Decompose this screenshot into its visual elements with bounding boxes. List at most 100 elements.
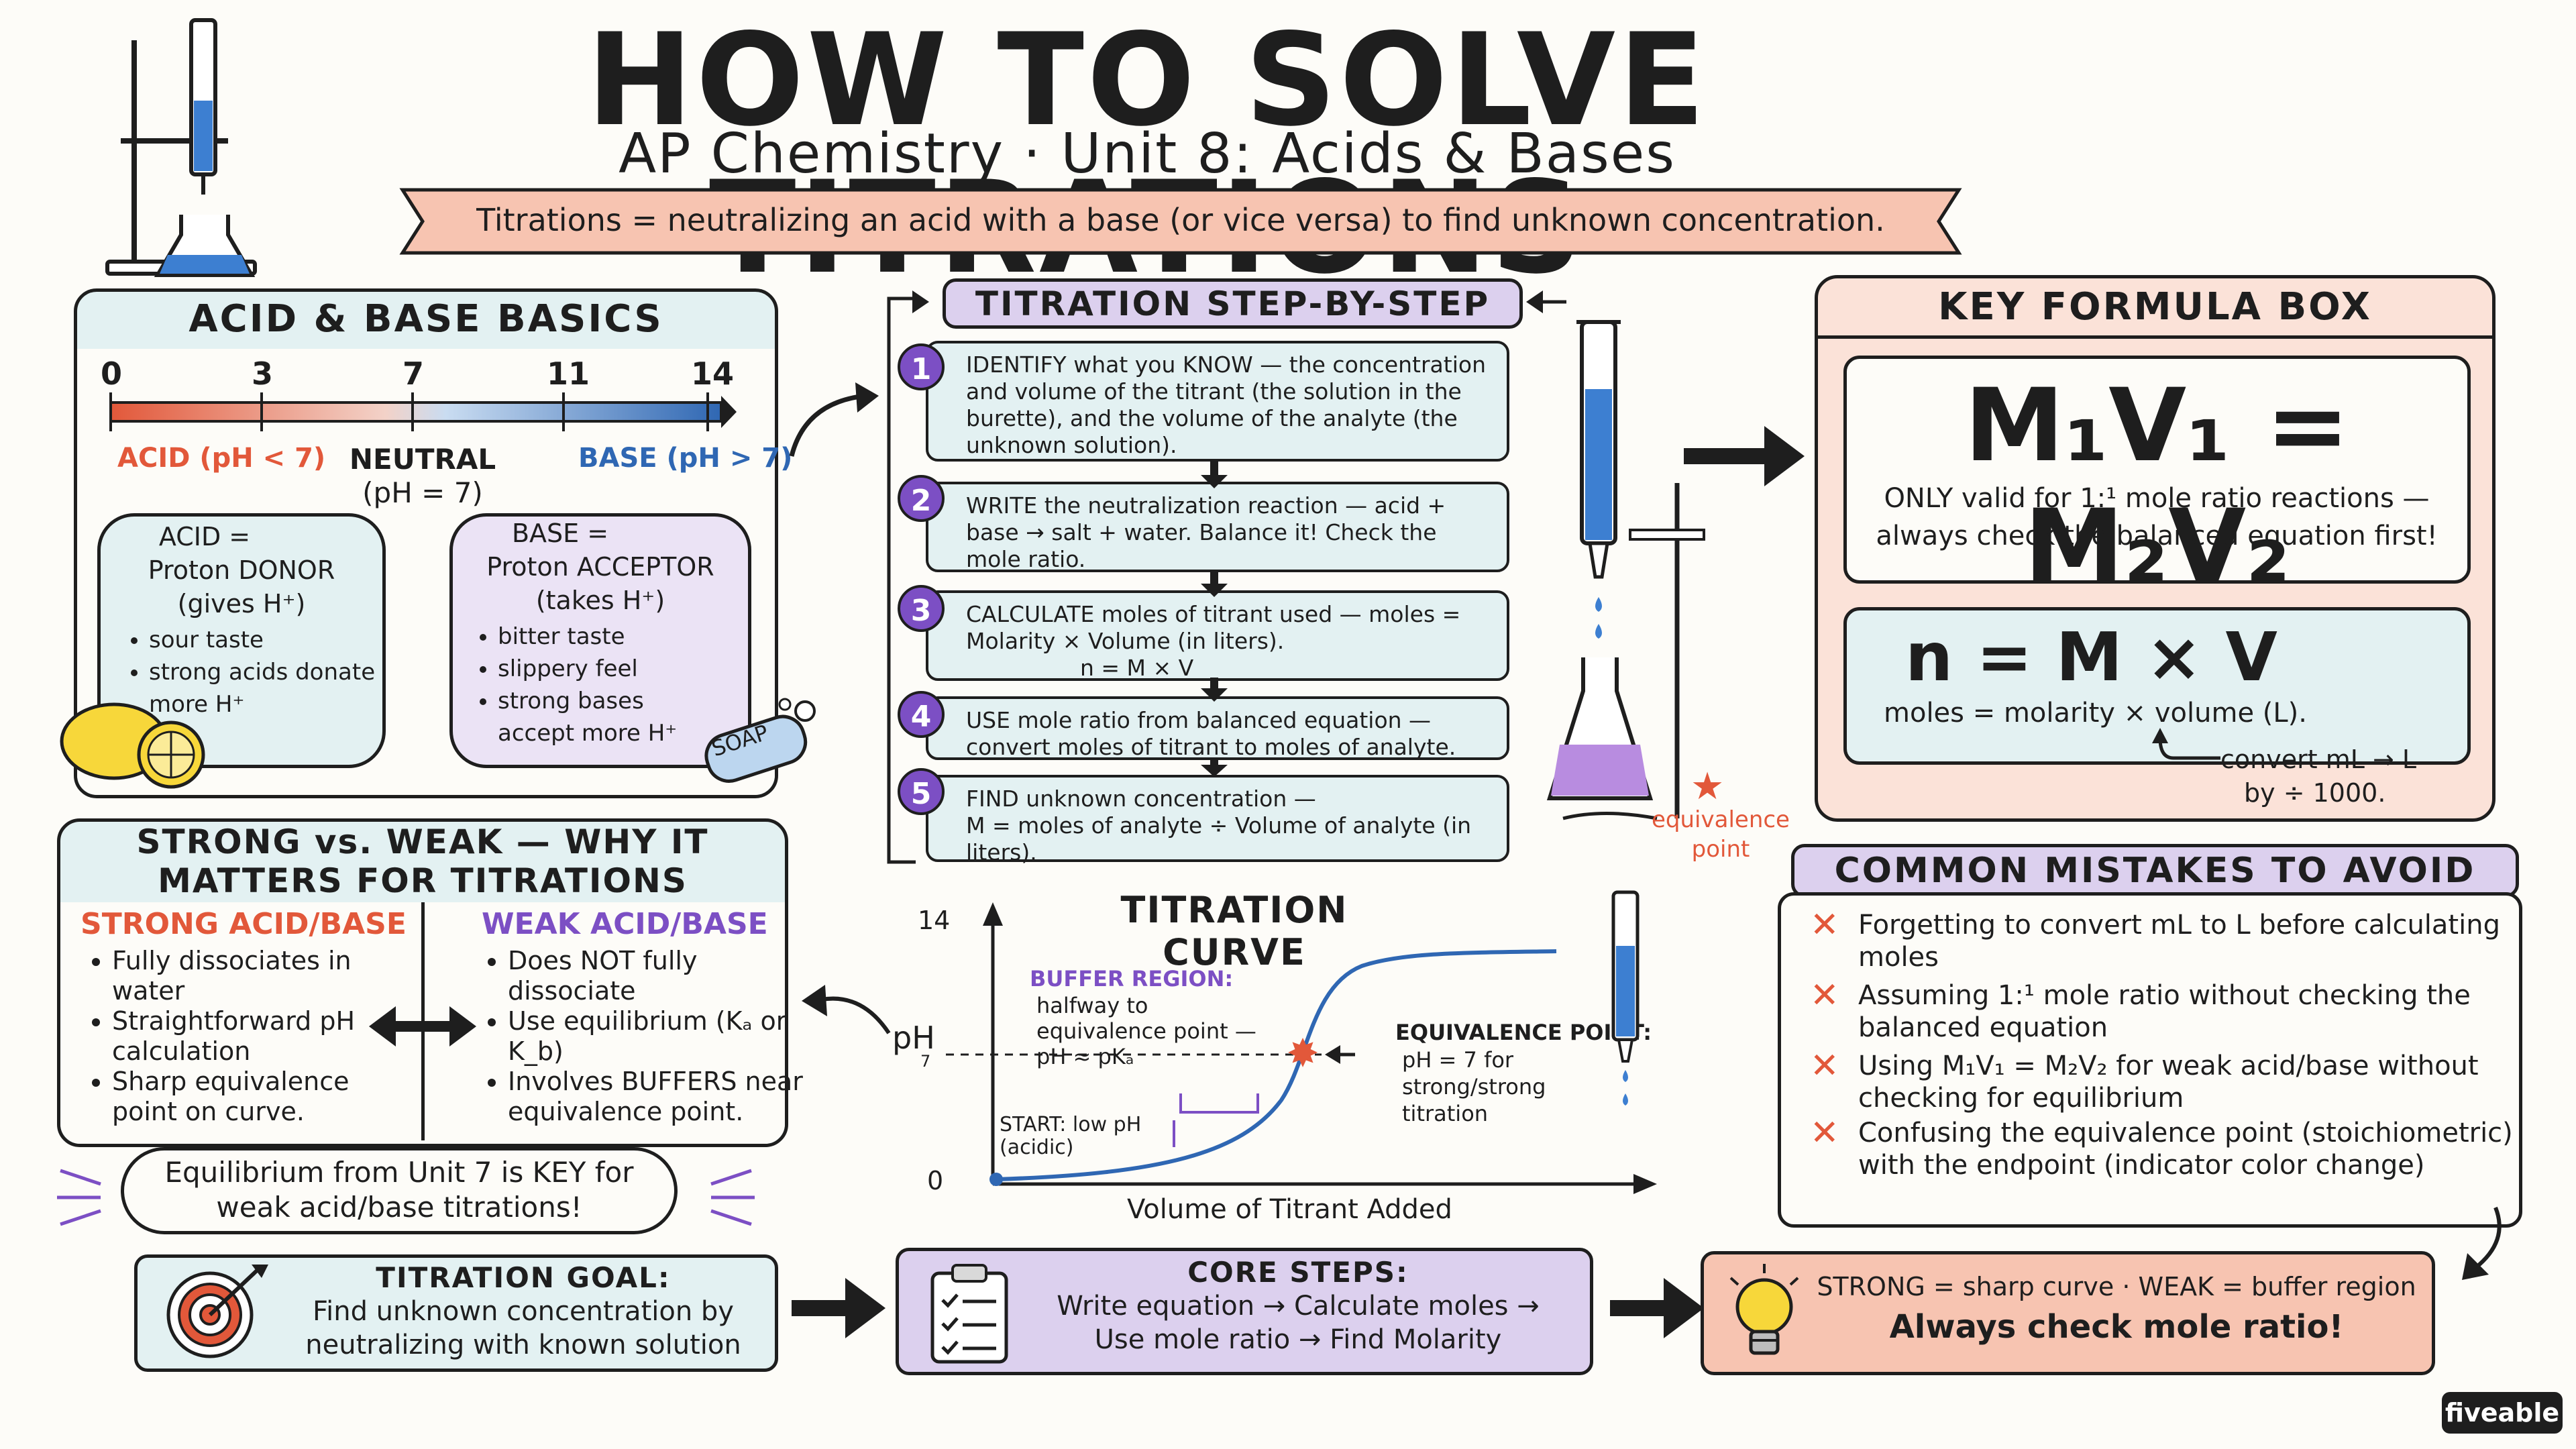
convert-note: convert mL → L (2220, 745, 2417, 774)
neutral-label: NEUTRAL (349, 443, 496, 476)
strong-weak-header: STRONG vs. WEAK — WHY IT MATTERS FOR TIT… (136, 822, 709, 900)
ph-tick-0: 0 (101, 356, 123, 392)
x-mark-icon: ✕ (1810, 1046, 1839, 1086)
mistake-4: ✕Confusing the equivalence point (stoich… (1810, 1116, 2529, 1181)
base-def-3: (takes H⁺) (535, 586, 665, 615)
strong-bullet: Sharp equivalence point on curve. (112, 1067, 407, 1127)
goal-title: TITRATION GOAL: (376, 1261, 671, 1294)
weak-title: WEAK ACID/BASE (482, 907, 768, 941)
equivalence-star: ✸ (1287, 1030, 1320, 1076)
convert-arrow (2152, 728, 2220, 760)
n-formula-desc: moles = molarity × volume (L). (1884, 698, 2307, 729)
strong-title: STRONG ACID/BASE (80, 907, 407, 941)
arrow-curve-to-strongweak (802, 985, 891, 1034)
step-arrows (1201, 462, 1228, 777)
main-formula-card (1843, 356, 2471, 584)
lemon-icon (60, 702, 205, 789)
banner-text: Titrations = neutralizing an acid with a… (476, 202, 1885, 238)
x-mark-icon: ✕ (1810, 975, 1839, 1016)
steps-header: TITRATION STEP-BY-STEP (943, 278, 1523, 329)
strong-bullets: Fully dissociates in water Straightforwa… (77, 946, 407, 1127)
strong-bullet: Fully dissociates in water (112, 946, 407, 1006)
main-formula-note: ONLY valid for 1:¹ mole ratio reactions … (1876, 483, 2438, 551)
clipboard-icon (930, 1264, 1008, 1364)
mistake-2-text: Assuming 1:¹ mole ratio without checking… (1858, 980, 2471, 1043)
curve-ylabel: pH (892, 1020, 935, 1056)
step-4: USE mole ratio from balanced equation — … (926, 696, 1509, 760)
mistakes-panel (1778, 892, 2522, 1228)
step-3-text: CALCULATE moles of titrant used — moles … (966, 601, 1461, 654)
step-5-number: 5 (898, 768, 945, 815)
lightbulb-icon (1729, 1264, 1799, 1355)
arrow-goal-to-core (792, 1278, 885, 1338)
eq-title: EQUIVALENCE POINT: (1395, 1020, 1652, 1045)
curve-y-mid: 7 (920, 1052, 931, 1071)
mistake-2: ✕ Assuming 1:¹ mole ratio without checkin… (1810, 978, 2529, 1044)
equivalence-point-label: equivalence point (1652, 806, 1790, 863)
arrow-to-formula (1684, 426, 1805, 486)
eq-text: pH = 7 for strong/strong titration (1402, 1047, 1546, 1126)
goal-card (134, 1254, 778, 1372)
x-mark-icon: ✕ (1810, 1113, 1839, 1153)
start-text: START: low pH (acidic) (1000, 1113, 1142, 1159)
ph-tick-3: 3 (252, 356, 274, 392)
base-def-1: BASE = (511, 519, 609, 548)
convert-note-2: by ÷ 1000. (2244, 778, 2386, 808)
base-bubble (449, 513, 751, 768)
step-3-sub: n = M × V (1080, 655, 1194, 681)
titration-apparatus-icon (1546, 320, 1705, 820)
weak-bullet: Involves BUFFERS near equivalence point. (508, 1067, 823, 1127)
base-def-2: Proton ACCEPTOR (486, 552, 714, 582)
step-2-number: 2 (898, 475, 945, 522)
weak-bullet: Does NOT fully dissociate (508, 946, 823, 1006)
step-1: IDENTIFY what you KNOW — the concentrati… (926, 341, 1509, 462)
curve-title: TITRATION CURVE (1120, 889, 1348, 973)
buffer-title: BUFFER REGION: (1030, 966, 1234, 991)
mistake-3-text: Using M₁V₁ = M₂V₂ for weak acid/base wit… (1858, 1051, 2479, 1114)
page-subtitle: AP Chemistry · Unit 8: Acids & Bases (619, 122, 1676, 186)
ph-tick-11: 11 (547, 356, 590, 392)
core-title: CORE STEPS: (1187, 1256, 1409, 1289)
arrow-basics-to-steps (789, 382, 879, 457)
arrow-mistakes-to-tip (2462, 1206, 2502, 1280)
steps-bracket (887, 290, 1566, 864)
acid-bullet: sour taste (149, 624, 417, 656)
step-5: FIND unknown concentration — M = moles o… (926, 775, 1509, 865)
ph-tick-14: 14 (691, 356, 735, 392)
main-formula: M₁V₁ = M₂V₂ (1964, 368, 2350, 605)
base-bullet: bitter taste (498, 621, 719, 653)
cloud-sparkles (57, 1169, 755, 1226)
buffer-text: halfway to equivalence point — pH ≈ pKₐ (1036, 993, 1256, 1069)
mistake-1-text: Forgetting to convert mL to L before cal… (1858, 910, 2500, 973)
step-5-text: FIND unknown concentration — (966, 786, 1316, 812)
neutral-sub: (pH = 7) (362, 476, 483, 509)
core-line-1: Write equation → Calculate moles → (1057, 1291, 1540, 1322)
step-3: CALCULATE moles of titrant used — moles … (926, 590, 1509, 681)
brand-badge[interactable]: fiveable (2442, 1392, 2563, 1434)
equivalence-star-icon: ★ (1690, 765, 1725, 808)
acid-bullet: strong acids donate more H⁺ (149, 656, 417, 720)
acid-label: ACID (pH < 7) (117, 443, 326, 474)
mistake-1: ✕ Forgetting to convert mL to L before ca… (1810, 908, 2529, 973)
strong-bullet: Straightforward pH calculation (112, 1006, 407, 1067)
titration-curve-chart: ✸ (946, 902, 1657, 1194)
base-bullet: strong bases accept more H⁺ (498, 685, 719, 749)
core-steps-card (896, 1248, 1593, 1375)
small-burette-icon (1611, 890, 1640, 1106)
step-3-number: 3 (898, 585, 945, 632)
curve-xlabel: Volume of Titrant Added (1127, 1194, 1452, 1225)
ph-tick-7: 7 (402, 356, 425, 392)
burette-stand-icon (105, 18, 257, 277)
base-label: BASE (pH > 7) (578, 443, 793, 474)
tip-line-1: STRONG = sharp curve · WEAK = buffer reg… (1817, 1272, 2416, 1335)
weak-bullets: Does NOT fully dissociate Use equilibriu… (473, 946, 823, 1127)
base-bullet: slippery feel (498, 653, 719, 685)
acid-bullets: sour taste strong acids donate more H⁺ (114, 624, 417, 720)
step-5-sub: M = moles of analyte ÷ Volume of analyte… (966, 812, 1472, 865)
tip-line-2: Always check mole ratio! (1889, 1308, 2344, 1346)
formula-header: KEY FORMULA BOX (1938, 285, 2372, 329)
target-icon (166, 1265, 268, 1358)
mistakes-header: COMMON MISTAKES TO AVOID (1791, 844, 2519, 898)
step-1-number: 1 (898, 343, 945, 390)
x-mark-icon: ✕ (1810, 905, 1839, 945)
